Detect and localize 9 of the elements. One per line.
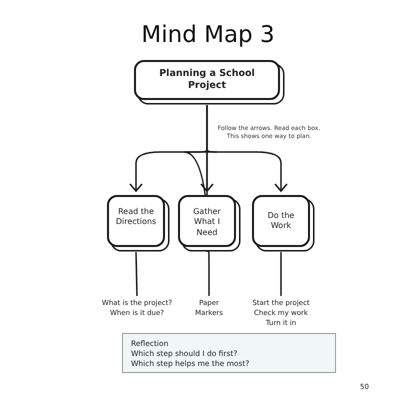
box-label: Gather What I Need bbox=[192, 207, 222, 238]
connector-line bbox=[280, 252, 282, 296]
reflection-panel bbox=[122, 333, 336, 373]
title: Mind Map 3 bbox=[140, 22, 276, 48]
box-label: Do the Work bbox=[266, 210, 296, 232]
box-label: Planning a School Project bbox=[158, 68, 256, 92]
box-label: Read the Directions bbox=[114, 207, 158, 228]
connector-line bbox=[135, 252, 138, 296]
arrow bbox=[206, 105, 288, 192]
